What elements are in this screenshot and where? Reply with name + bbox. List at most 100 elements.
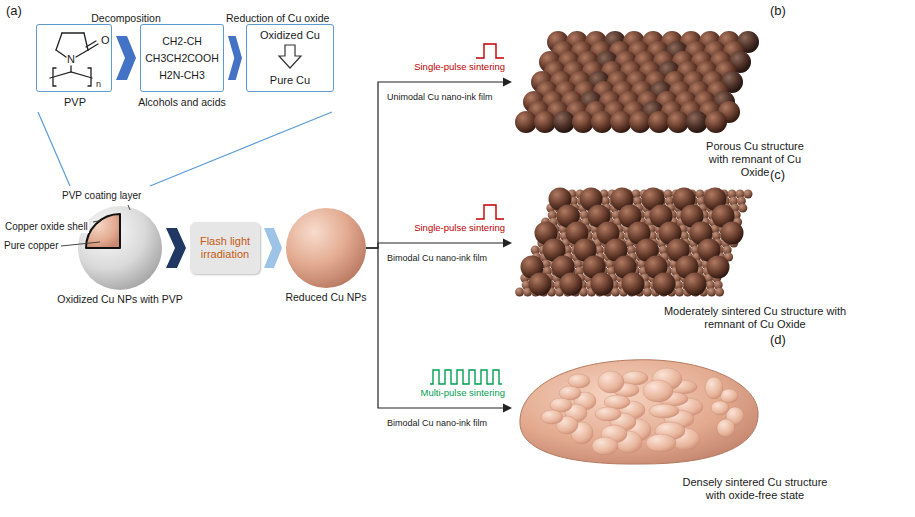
node-text: CH3CH2COOH xyxy=(145,52,219,64)
node-text: H2N-CH3 xyxy=(159,69,205,81)
panel-letter: (c) xyxy=(770,168,785,183)
small-particle xyxy=(715,288,724,297)
text-slot: Bimodal Cu nano-ink film xyxy=(386,247,488,265)
part-label: PVP coating layer xyxy=(62,190,141,202)
figure-caption: Moderately sintered Cu structure with re… xyxy=(663,305,848,331)
text-slot: Moderately sintered Cu structure with re… xyxy=(663,305,848,331)
leader-line xyxy=(128,205,130,210)
grain-bump xyxy=(643,380,673,402)
chevron-arrow xyxy=(228,36,242,80)
part-label: Copper oxide shell xyxy=(4,221,89,233)
film-illustration xyxy=(512,28,762,136)
reduced-copper xyxy=(286,208,366,288)
single-pulse-icon xyxy=(476,205,504,219)
cu-particle xyxy=(686,111,708,133)
chevron-arrow xyxy=(166,228,186,268)
bracket xyxy=(53,68,56,86)
text-slot: N xyxy=(67,53,75,66)
bond xyxy=(56,33,62,50)
small-particle xyxy=(675,288,684,297)
panel-letter: (d) xyxy=(770,333,786,348)
small-particle xyxy=(643,288,652,297)
text-slot: PVP xyxy=(37,96,113,109)
text-slot: Single-pulse sintering xyxy=(385,62,505,73)
arrow-line xyxy=(366,243,504,248)
edge-label: Reduction of Cu oxide xyxy=(225,12,330,24)
grain-bump xyxy=(646,434,676,452)
pvp-structure xyxy=(50,33,98,86)
product-box: CH2-CHCH3CH2COOHH2N-CH3Alcohols and acid… xyxy=(140,24,224,92)
arrow-head xyxy=(503,404,512,413)
grain-bump xyxy=(705,377,723,399)
cu-particle xyxy=(591,111,613,133)
film-illustration xyxy=(512,346,762,470)
edge-label: Bimodal Cu nano-ink film xyxy=(386,253,488,263)
text-slot: Reduced Cu NPs xyxy=(261,291,391,303)
cu-particle xyxy=(553,111,575,133)
bond xyxy=(56,50,66,57)
grain-bump xyxy=(592,437,618,455)
text-slot: Porous Cu structure with remnant of Cu O… xyxy=(695,140,815,180)
grain-bump xyxy=(717,419,735,437)
large-particle xyxy=(591,273,614,296)
text-slot: Densely sintered Cu structure with oxide… xyxy=(673,476,838,502)
single-pulse-icon xyxy=(476,44,504,58)
grain-bump xyxy=(541,410,563,424)
cu-particle xyxy=(648,111,670,133)
grain-bump xyxy=(711,401,729,415)
bond xyxy=(70,66,71,72)
arrow-line xyxy=(366,82,504,248)
edge-label: Decomposition xyxy=(90,12,161,24)
pulse-label: Single-pulse sintering xyxy=(385,62,505,73)
node-heading: Reduced Cu NPs xyxy=(261,291,391,303)
large-particle xyxy=(707,256,730,279)
grain-bump xyxy=(595,407,621,421)
text-slot: (c) xyxy=(770,168,785,183)
zoom-line xyxy=(150,112,332,186)
reduced-particle: Reduced Cu NPs xyxy=(286,208,366,288)
text-slot: n xyxy=(96,79,101,89)
part-label: Pure copper xyxy=(4,240,58,252)
node-heading: PVP xyxy=(37,96,113,109)
dense-film: Densely sintered Cu structure with oxide… xyxy=(512,346,762,470)
atom-label: O xyxy=(101,34,110,47)
arrow-line xyxy=(366,248,504,408)
bracket xyxy=(88,68,91,86)
cu-particle xyxy=(515,111,537,133)
node-text: Pure Cu xyxy=(270,74,310,87)
figure-caption: Densely sintered Cu structure with oxide… xyxy=(673,476,838,502)
text-slot: O xyxy=(101,34,110,47)
small-particle xyxy=(744,190,753,199)
chevron-arrow xyxy=(116,36,136,80)
branch-arrow xyxy=(366,78,512,249)
node-text: CH2-CH xyxy=(162,35,202,47)
cu-particle xyxy=(667,111,689,133)
pvp-coating xyxy=(78,206,162,290)
branch-arrow xyxy=(366,239,512,249)
bond xyxy=(62,32,84,33)
node-text: Oxidized Cu xyxy=(260,29,320,42)
small-particle xyxy=(707,288,716,297)
node-text: Flash light irradiation xyxy=(194,235,256,261)
repeat-index: n xyxy=(96,79,101,89)
pulse-label: Single-pulse sintering xyxy=(385,223,505,234)
text-slot: Alcohols and acids xyxy=(122,96,242,108)
sintered-film xyxy=(520,360,758,464)
edge-label: Unimodal Cu nano-ink film xyxy=(386,92,494,102)
text-slot: Oxidized Cu NPs with PVP xyxy=(35,293,205,305)
large-particle xyxy=(653,273,676,296)
text-slot: Copper oxide shell xyxy=(4,216,89,234)
particle-outline xyxy=(78,206,162,290)
cu-particle xyxy=(629,111,651,133)
edge-label: Bimodal Cu nano-ink film xyxy=(386,418,488,428)
large-particle xyxy=(684,273,707,296)
bond xyxy=(76,50,88,57)
zoom-line xyxy=(38,112,70,186)
flash-box: Flash light irradiation xyxy=(190,222,260,274)
film-illustration xyxy=(512,184,762,302)
grain-bump xyxy=(598,371,624,393)
node-heading: Oxidized Cu NPs with PVP xyxy=(35,293,205,305)
panel-letter: (a) xyxy=(6,4,22,19)
text-slot: Multi-pulse sintering xyxy=(385,388,505,399)
